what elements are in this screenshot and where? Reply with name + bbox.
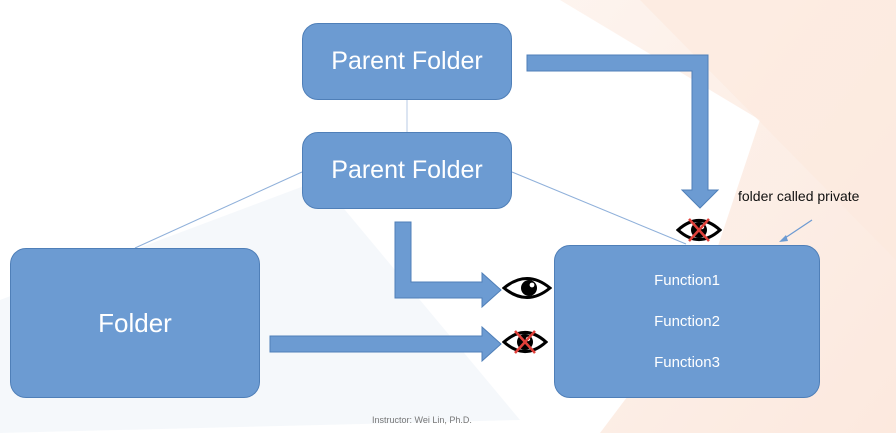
function-item: Function2	[654, 313, 720, 330]
crossed-eye-icon	[676, 218, 722, 242]
private-folder-box[interactable]: Function1 Function2 Function3	[554, 245, 820, 398]
function-item: Function3	[654, 354, 720, 371]
function-item: Function1	[654, 272, 720, 289]
parent-folder-top[interactable]: Parent Folder	[302, 23, 512, 100]
function-list: Function1 Function2 Function3	[555, 260, 819, 383]
eye-icon	[502, 277, 552, 299]
parent-folder-top-label: Parent Folder	[331, 47, 483, 75]
parent-folder-mid[interactable]: Parent Folder	[302, 132, 512, 209]
private-folder-note: folder called private	[738, 188, 860, 204]
instructor-footer: Instructor: Wei Lin, Ph.D.	[372, 415, 472, 425]
parent-folder-mid-label: Parent Folder	[331, 156, 483, 184]
folder-box[interactable]: Folder	[10, 248, 260, 398]
folder-label: Folder	[98, 307, 172, 338]
crossed-eye-icon	[502, 330, 548, 354]
